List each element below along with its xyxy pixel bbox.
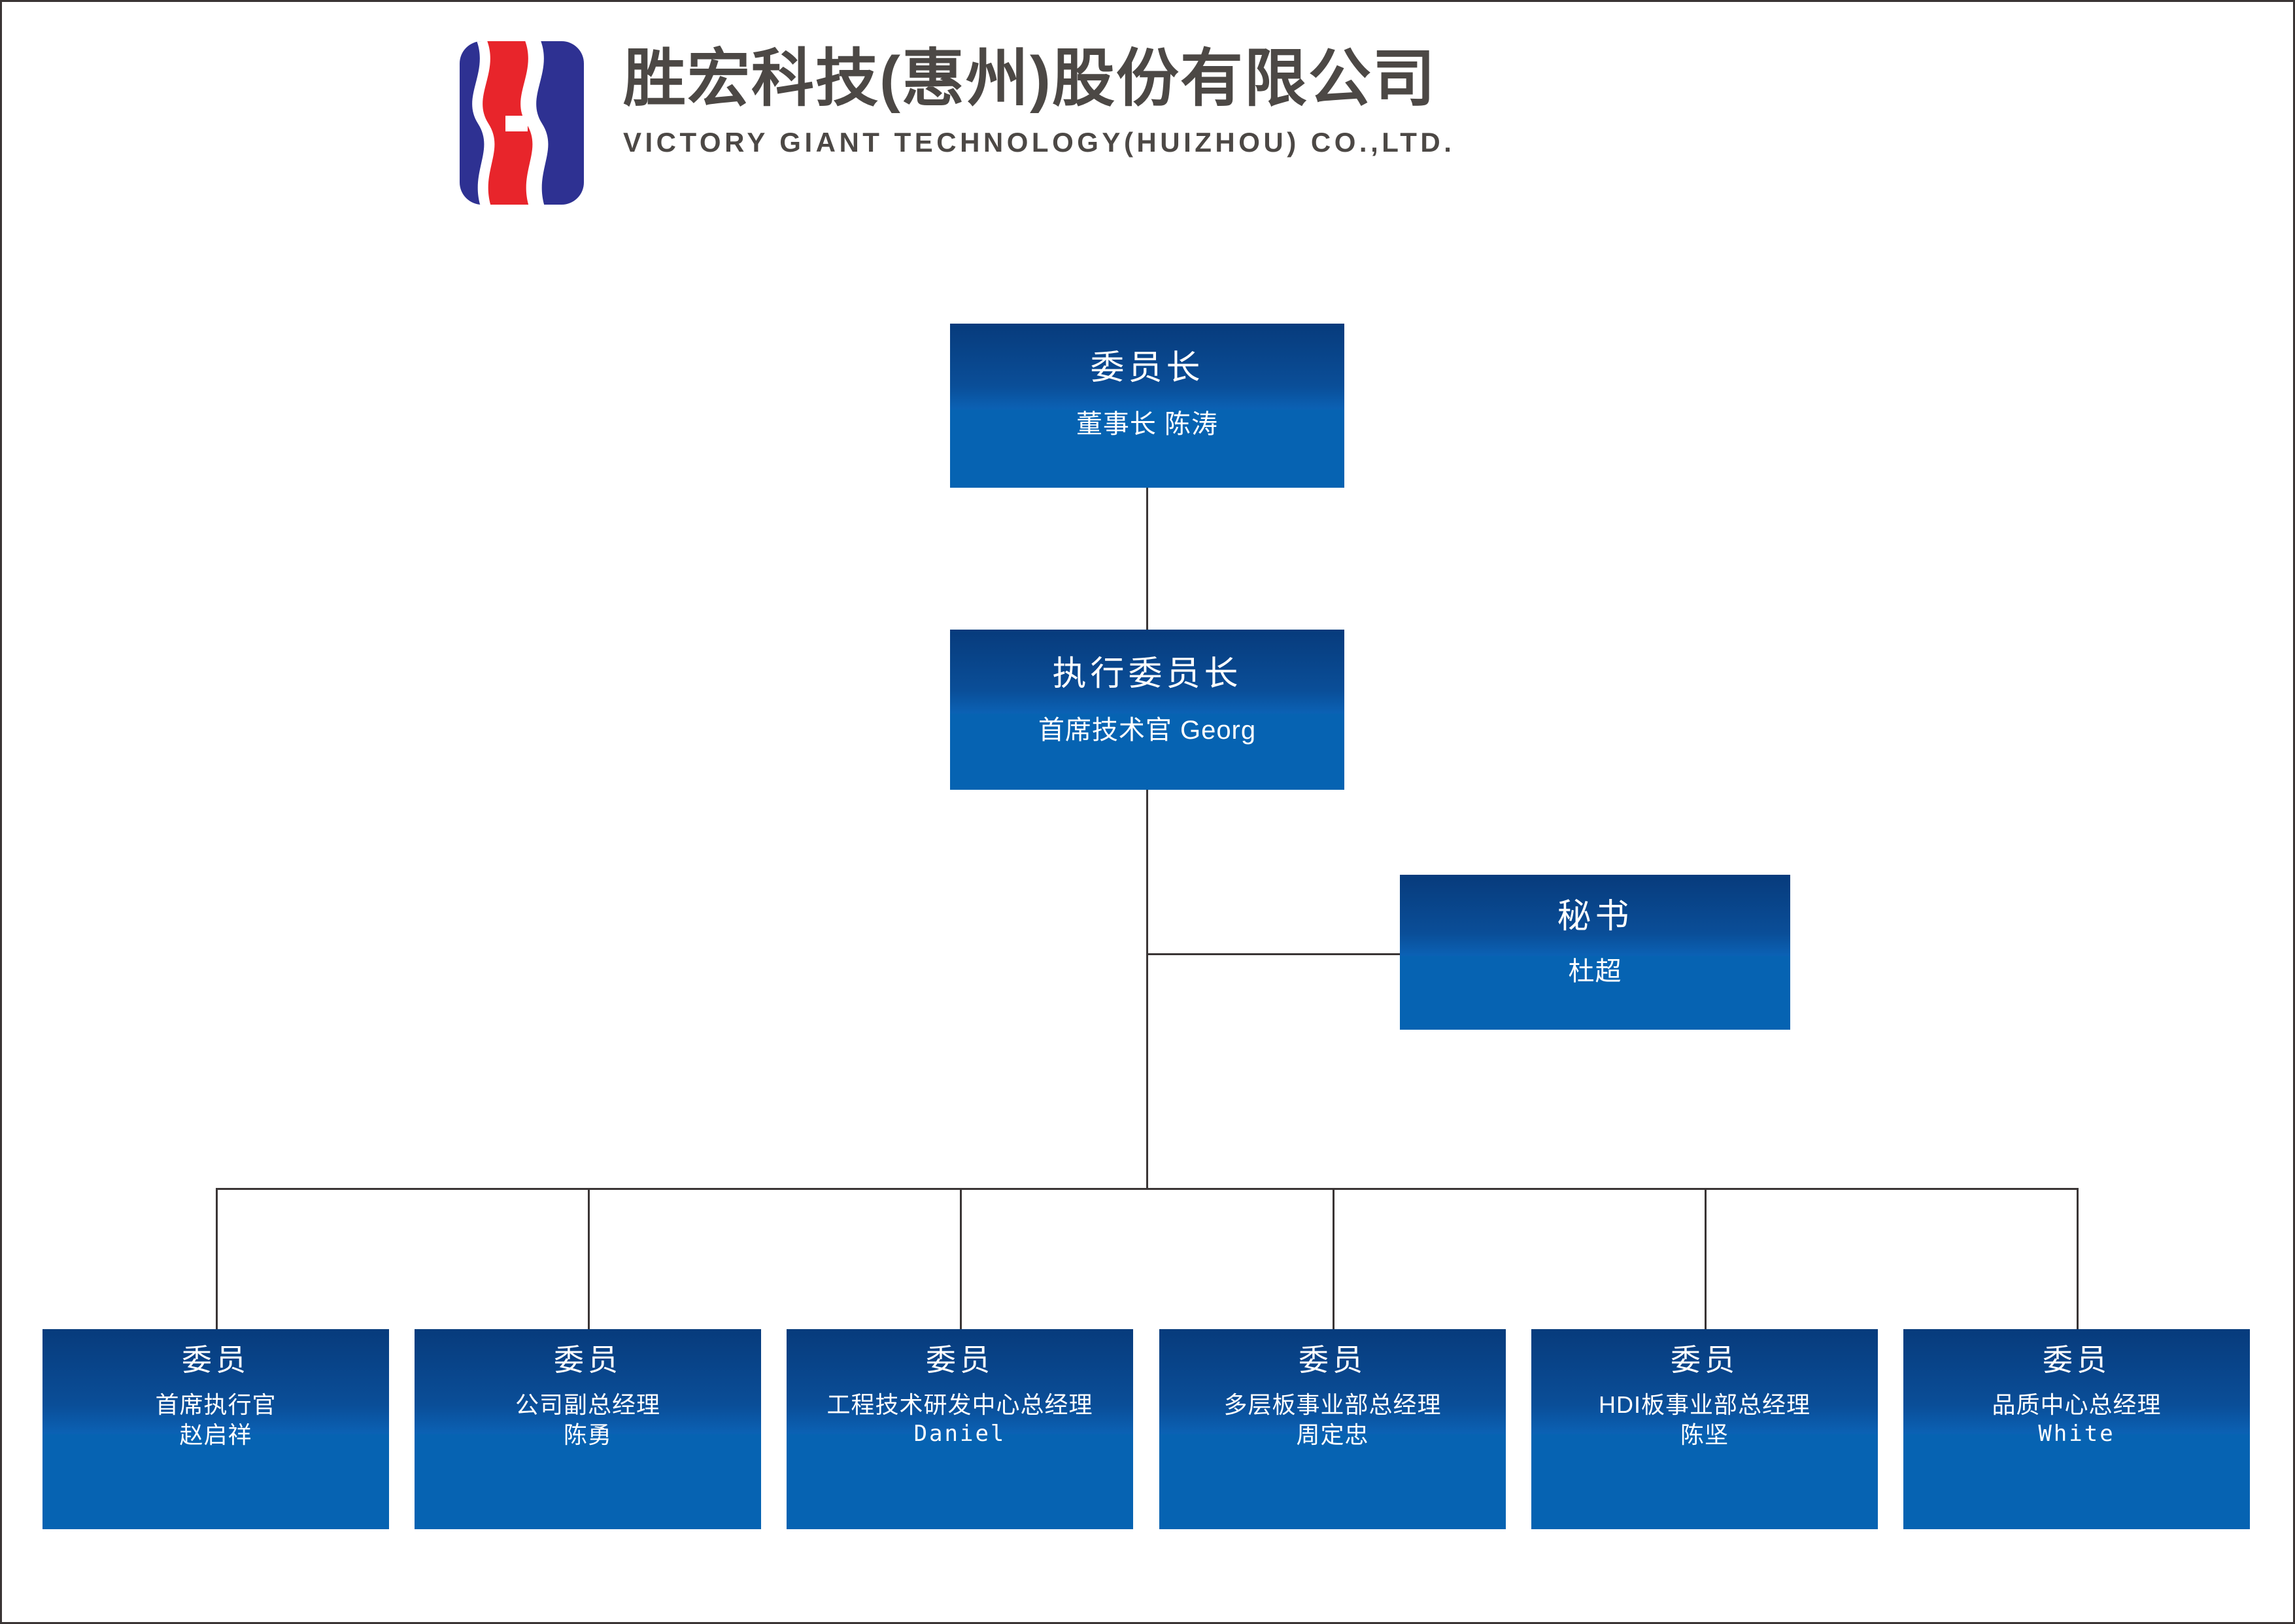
company-name-cn: 胜宏科技(惠州)股份有限公司	[623, 44, 1436, 114]
org-node-name: 周定忠	[1296, 1421, 1369, 1448]
connector-executive-trunk	[1146, 790, 1148, 1190]
company-titles: 胜宏科技(惠州)股份有限公司 VICTORY GIANT TECHNOLOGY(…	[623, 41, 1455, 158]
org-node-member-6[interactable]: 委员 品质中心总经理 White	[1903, 1329, 2250, 1529]
org-node-role: 公司副总经理	[515, 1391, 660, 1418]
victory-giant-logo-icon	[460, 41, 584, 205]
org-node-name: 陈坚	[1680, 1421, 1729, 1448]
org-node-name: 陈勇	[563, 1421, 612, 1448]
org-node-title: 委员	[1299, 1343, 1367, 1377]
org-node-chairman[interactable]: 委员长 董事长 陈涛	[950, 324, 1344, 488]
connector-drop-member-5	[1705, 1188, 1707, 1329]
org-node-role: 首席执行官	[155, 1391, 277, 1418]
org-node-title: 委员长	[1090, 349, 1204, 387]
logo-wave-shape	[472, 41, 549, 205]
org-node-title: 执行委员长	[1052, 655, 1242, 693]
org-node-role: 工程技术研发中心总经理	[826, 1391, 1093, 1418]
company-header: 胜宏科技(惠州)股份有限公司 VICTORY GIANT TECHNOLOGY(…	[460, 41, 1455, 205]
connector-drop-member-3	[960, 1188, 962, 1329]
org-node-secretary[interactable]: 秘书 杜超	[1400, 875, 1790, 1030]
org-node-role: 多层板事业部总经理	[1223, 1391, 1442, 1418]
org-node-member-4[interactable]: 委员 多层板事业部总经理 周定忠	[1159, 1329, 1506, 1529]
connector-chairman-to-executive	[1146, 488, 1148, 630]
connector-drop-member-6	[2077, 1188, 2079, 1329]
org-node-member-5[interactable]: 委员 HDI板事业部总经理 陈坚	[1531, 1329, 1878, 1529]
org-node-title: 委员	[2043, 1343, 2111, 1377]
connector-drop-member-2	[588, 1188, 590, 1329]
connector-member-bus	[216, 1188, 2077, 1190]
org-node-role: HDI板事业部总经理	[1599, 1391, 1810, 1418]
company-name-en: VICTORY GIANT TECHNOLOGY(HUIZHOU) CO.,LT…	[623, 126, 1455, 158]
connector-drop-member-4	[1333, 1188, 1334, 1329]
org-node-executive-chairman[interactable]: 执行委员长 首席技术官 Georg	[950, 630, 1344, 790]
org-node-subtitle: 杜超	[1568, 957, 1622, 986]
org-node-subtitle: 首席技术官 Georg	[1038, 716, 1257, 745]
org-node-title: 秘书	[1557, 898, 1633, 936]
connector-drop-member-1	[216, 1188, 218, 1329]
org-node-name: White	[2038, 1420, 2115, 1447]
org-node-member-1[interactable]: 委员 首席执行官 赵启祥	[42, 1329, 389, 1529]
connector-executive-to-secretary	[1146, 953, 1400, 955]
org-node-name: 赵启祥	[179, 1421, 252, 1448]
org-node-member-2[interactable]: 委员 公司副总经理 陈勇	[415, 1329, 761, 1529]
org-node-member-3[interactable]: 委员 工程技术研发中心总经理 Daniel	[787, 1329, 1133, 1529]
org-node-title: 委员	[926, 1343, 994, 1377]
org-node-name: Daniel	[913, 1420, 1006, 1447]
org-node-title: 委员	[1671, 1343, 1739, 1377]
org-node-subtitle: 董事长 陈涛	[1076, 410, 1219, 439]
org-node-title: 委员	[182, 1343, 250, 1377]
org-node-title: 委员	[554, 1343, 622, 1377]
org-node-role: 品质中心总经理	[1992, 1391, 2162, 1418]
